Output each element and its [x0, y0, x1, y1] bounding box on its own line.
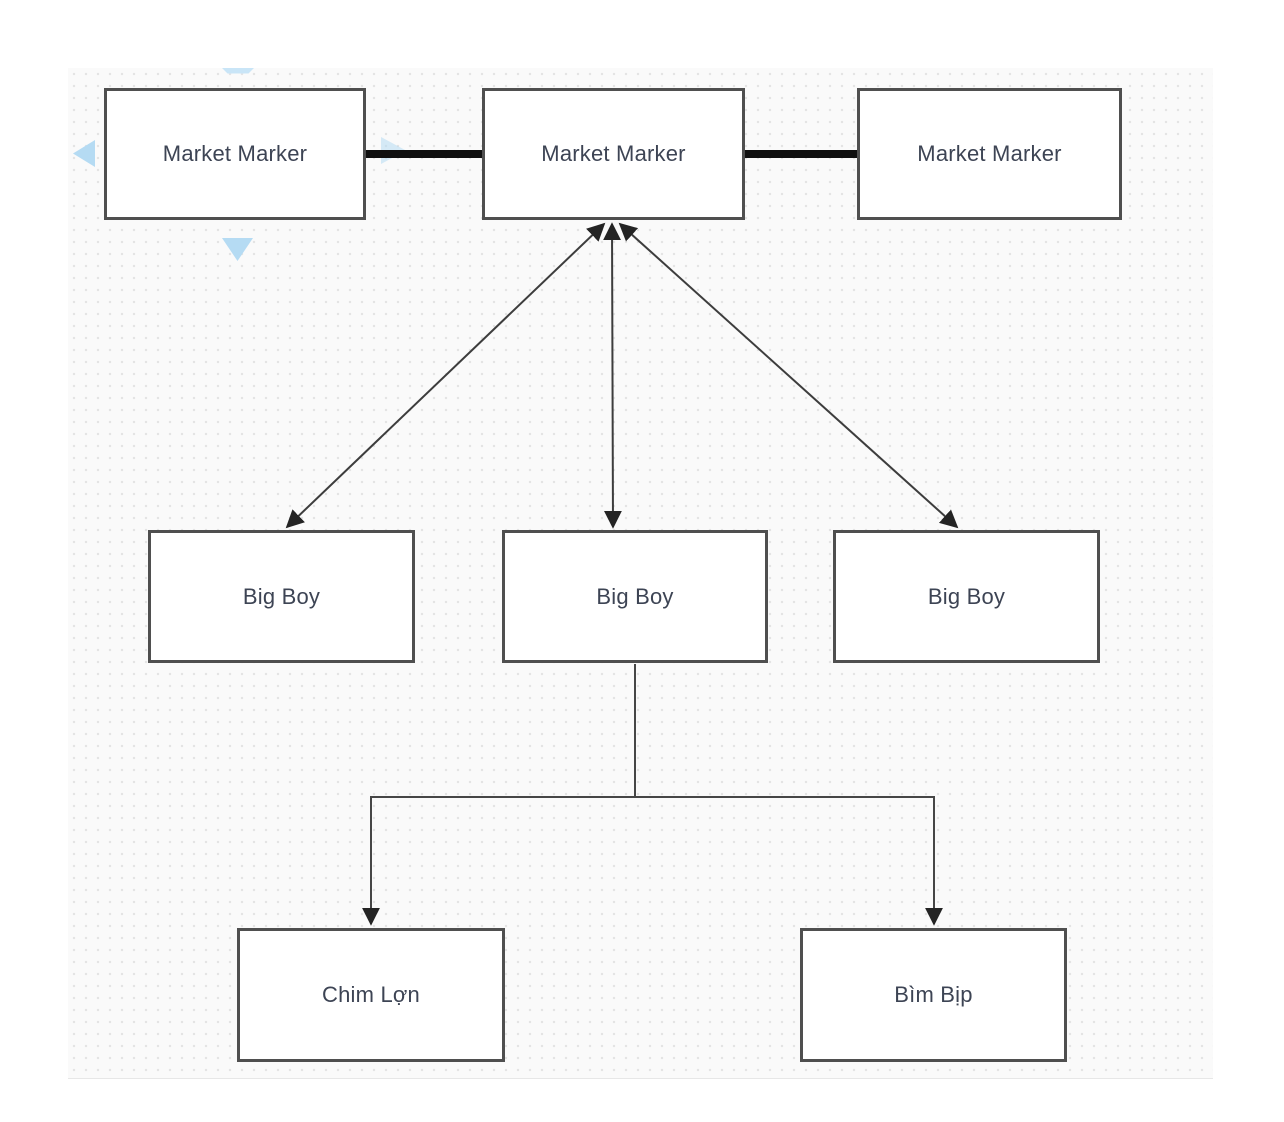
node-label: Bìm Bịp: [894, 982, 973, 1007]
node-big-boy-right[interactable]: Big Boy: [833, 530, 1100, 663]
node-label: Market Marker: [917, 141, 1062, 166]
node-market-marker-center[interactable]: Market Marker: [482, 88, 745, 220]
node-label: Big Boy: [596, 583, 674, 609]
node-label: Market Marker: [541, 141, 686, 166]
node-market-marker-right[interactable]: Market Marker: [857, 88, 1122, 220]
node-label: Market Marker: [162, 141, 308, 166]
node-big-boy-center[interactable]: Big Boy: [502, 530, 768, 663]
node-chim-lon[interactable]: Chim Lợn: [237, 928, 505, 1062]
node-big-boy-left[interactable]: Big Boy: [148, 530, 415, 663]
node-label: Big Boy: [242, 583, 321, 609]
node-bim-bip[interactable]: Bìm Bịp: [800, 928, 1067, 1062]
node-label: Chim Lợn: [322, 982, 420, 1007]
node-label: Big Boy: [927, 583, 1006, 609]
node-market-marker-left[interactable]: Market Marker: [104, 88, 366, 220]
